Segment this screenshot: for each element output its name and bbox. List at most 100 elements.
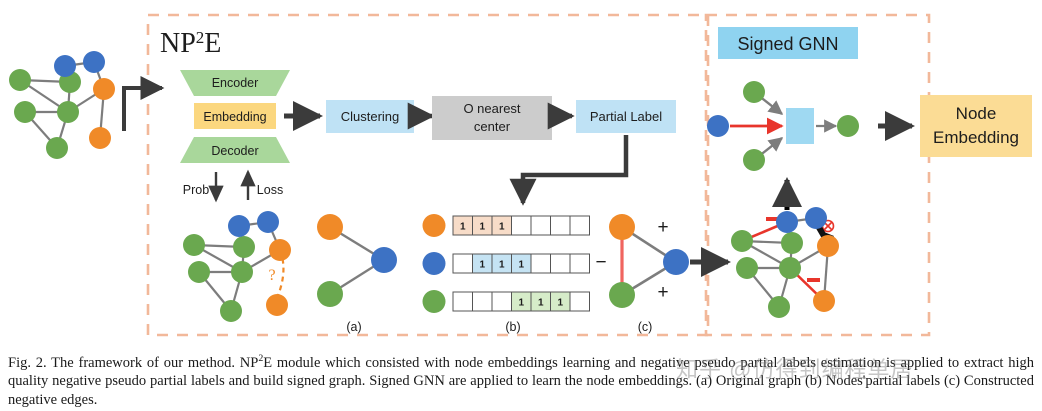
graph-node xyxy=(89,127,111,149)
partial-label-down-arrow xyxy=(509,135,629,206)
subfigure-a-label: (a) xyxy=(346,320,361,334)
graph-node xyxy=(9,69,31,91)
negative-sign-marker xyxy=(766,217,779,221)
graph-node xyxy=(54,55,76,77)
embedding-block[interactable]: Embedding xyxy=(194,103,276,129)
signed-gnn-title: Signed GNN xyxy=(737,34,838,54)
graph-node xyxy=(231,261,253,283)
graph-node xyxy=(609,282,635,308)
decoder-label: Decoder xyxy=(211,144,258,158)
matrix-cell-value: 1 xyxy=(518,260,524,271)
matrix-cell xyxy=(530,215,551,236)
signed-gnn-dashed-container xyxy=(704,13,931,337)
matrix-cell-value: 1 xyxy=(479,260,485,271)
loss-label: Loss xyxy=(257,183,283,197)
matrix-cell xyxy=(550,253,571,274)
signed-graph xyxy=(731,207,839,318)
matrix-cell xyxy=(452,253,473,274)
matrix-row-node xyxy=(422,290,446,313)
matrix-cell xyxy=(569,291,590,312)
graph-node xyxy=(743,81,765,103)
graph-node xyxy=(83,51,105,73)
graph-node xyxy=(317,281,343,307)
clustering-block[interactable]: Clustering xyxy=(326,100,414,133)
matrix-row-node xyxy=(422,252,446,275)
signed-gnn-aggregation xyxy=(707,81,859,171)
partial-label-block[interactable]: Partial Label xyxy=(576,100,676,133)
prob-loss-arrows: Prob Loss xyxy=(183,169,283,203)
graph-node xyxy=(781,232,803,254)
sign-plus-bottom-label: + xyxy=(657,282,668,303)
input-elbow-arrow xyxy=(122,76,165,131)
matrix-cell xyxy=(491,291,512,312)
graph-node xyxy=(707,115,729,137)
sign-minus-label: − xyxy=(595,252,606,273)
encoder-label: Encoder xyxy=(212,76,259,90)
graph-node xyxy=(371,247,397,273)
clustering-label: Clustering xyxy=(341,109,400,124)
caption-part1: The framework of our method. NP xyxy=(51,354,259,371)
original-graph xyxy=(9,51,115,159)
graph-node xyxy=(768,296,790,318)
partial-label-matrix: 1 1 1 1 1 1 1 1 1 xyxy=(422,214,590,313)
matrix-cell xyxy=(530,253,551,274)
caption-sup: 2 xyxy=(258,353,264,364)
matrix-cell-value: 1 xyxy=(460,222,466,233)
graph-node xyxy=(233,236,255,258)
matrix-cell-value: 1 xyxy=(499,260,505,271)
graph-node xyxy=(743,149,765,171)
graph-node xyxy=(663,249,689,275)
np2e-dashed-container xyxy=(146,13,710,337)
matrix-cell-value: 1 xyxy=(479,222,485,233)
subfigure-a-graph: (a) xyxy=(317,214,397,334)
sign-plus-top-label: + xyxy=(657,217,668,238)
signed-gnn-title-block: Signed GNN xyxy=(718,27,858,59)
partial-label-text: Partial Label xyxy=(590,109,662,124)
graph-node xyxy=(837,115,859,137)
matrix-cell xyxy=(452,291,473,312)
subfigure-c-graph: − + + (c) xyxy=(595,214,689,334)
graph-node xyxy=(228,215,250,237)
graph-node xyxy=(14,101,36,123)
unknown-label: ? xyxy=(268,267,275,284)
graph-node xyxy=(731,230,753,252)
graph-node xyxy=(188,261,210,283)
graph-node xyxy=(805,207,827,229)
matrix-cell-value: 1 xyxy=(538,298,544,309)
encoder-block[interactable]: Encoder xyxy=(180,70,290,96)
graph-node xyxy=(183,234,205,256)
node-embedding-label-line1: Node xyxy=(956,104,997,123)
graph-node xyxy=(93,78,115,100)
caption-prefix: Fig. 2. xyxy=(8,354,47,371)
caption-part2: E module which consisted with node embed… xyxy=(8,354,1034,408)
subfigure-b-label: (b) xyxy=(505,320,520,334)
matrix-cell xyxy=(472,291,493,312)
negative-sign-marker xyxy=(807,278,820,282)
subfigure-c-label: (c) xyxy=(638,320,653,334)
graph-node xyxy=(813,290,835,312)
nearest-center-label-line2: center xyxy=(474,119,511,134)
graph-node xyxy=(817,235,839,257)
nearest-center-block[interactable]: O nearest center xyxy=(432,96,552,140)
graph-node xyxy=(57,101,79,123)
figure-diagram: NP2E Encoder Embedding Decoder Prob Loss… xyxy=(9,13,1032,337)
node-embedding-block[interactable]: Node Embedding xyxy=(920,95,1032,157)
graph-node xyxy=(46,137,68,159)
graph-node xyxy=(220,300,242,322)
embedding-label: Embedding xyxy=(203,110,266,124)
matrix-cell xyxy=(569,215,590,236)
decoder-block[interactable]: Decoder xyxy=(180,137,290,163)
nearest-center-label-line1: O nearest xyxy=(463,101,520,116)
matrix-row-node xyxy=(422,214,446,237)
graph-node xyxy=(609,214,635,240)
matrix-cell-value: 1 xyxy=(518,298,524,309)
graph-node xyxy=(779,257,801,279)
matrix-cell xyxy=(550,215,571,236)
graph-node xyxy=(266,294,288,316)
matrix-cell xyxy=(511,215,532,236)
graph-node xyxy=(736,257,758,279)
np2e-title: NP2E xyxy=(160,28,221,59)
matrix-cell-value: 1 xyxy=(499,222,505,233)
matrix-cell-value: 1 xyxy=(557,298,563,309)
prob-graph: ? xyxy=(183,211,291,322)
